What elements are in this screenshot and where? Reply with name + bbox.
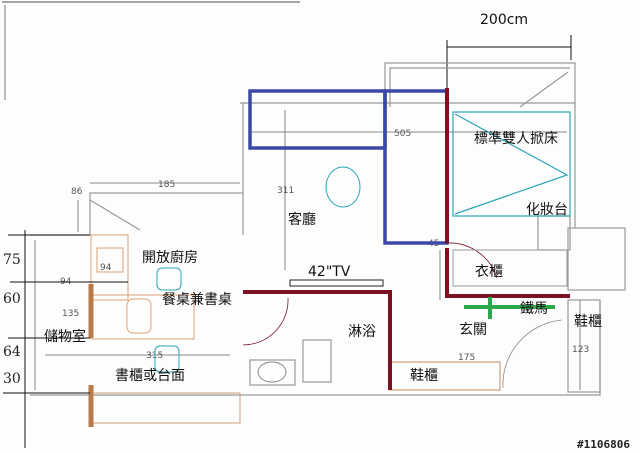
iron-gate: [464, 297, 555, 319]
storage-label: 儲物室: [44, 328, 86, 345]
dim-505: 505: [394, 129, 411, 139]
scale-label: 200cm: [480, 12, 528, 28]
level-ruler: [3, 230, 128, 448]
red-walls: [243, 88, 570, 390]
dim-94-kitchen: 94: [100, 263, 112, 273]
shower-label: 淋浴: [348, 324, 376, 340]
bathroom-door-swing: [242, 297, 289, 346]
tv: [289, 279, 384, 287]
level-30: 30: [3, 371, 21, 387]
dimension-lines: [45, 110, 581, 390]
dim-185: 185: [158, 180, 175, 190]
iron-gate-label: 鐵馬: [520, 300, 548, 317]
kitchen-label: 開放廚房: [142, 249, 198, 266]
chairs: [154, 267, 182, 373]
level-60: 60: [3, 291, 21, 307]
shoe-cabinet-bottom-label: 鞋櫃: [410, 368, 438, 384]
wardrobe: [452, 249, 568, 287]
dining-label: 餐桌兼書桌: [162, 292, 232, 308]
round-table: [325, 166, 361, 208]
level-75: 75: [3, 252, 21, 268]
bed: [452, 111, 571, 217]
blue-cabinets: [248, 89, 449, 245]
entrance-label: 玄關: [459, 321, 487, 338]
outer-walls: [30, 62, 626, 396]
door-swing: [446, 242, 498, 279]
watermark: #1106806: [577, 438, 630, 451]
vanity-label: 化妝台: [526, 202, 568, 218]
dim-123: 123: [572, 345, 589, 355]
dim-311: 311: [277, 186, 294, 196]
living-room-label: 客廳: [288, 211, 316, 228]
entry-door-swing: [502, 319, 563, 389]
level-64: 64: [3, 344, 21, 360]
wardrobe-label: 衣櫃: [475, 264, 503, 280]
dim-135: 135: [62, 309, 79, 319]
shoe-cabinet-right-label: 鞋櫃: [574, 314, 602, 330]
bookcase-label: 書櫃或台面: [115, 368, 185, 384]
bed-label: 標準雙人掀床: [474, 131, 558, 147]
tv-label: 42"TV: [308, 264, 351, 280]
dim-175: 175: [458, 353, 475, 363]
dim-86: 86: [71, 187, 83, 197]
